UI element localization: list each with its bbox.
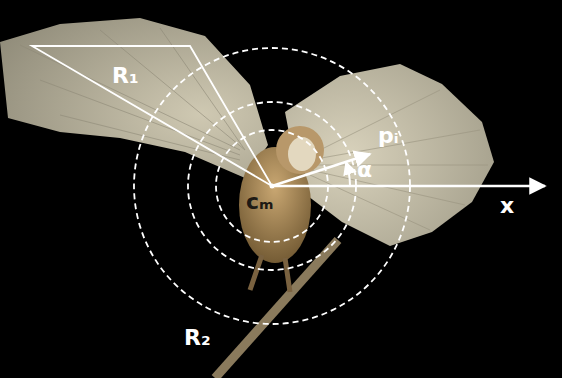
point-label: pᵢ [378, 124, 399, 148]
radius-label: R₂ [184, 326, 211, 350]
center-dot [270, 184, 275, 189]
left-wing [0, 18, 268, 178]
owl-legs [250, 255, 290, 292]
angle-label: α [357, 158, 372, 182]
owl-head [276, 126, 324, 174]
center-label: cₘ [246, 190, 274, 214]
x-axis [272, 185, 545, 188]
left-wing-feathers [20, 28, 245, 160]
radius-label: R₁ [112, 64, 139, 88]
owl-face [288, 137, 316, 171]
point-vector [272, 154, 370, 186]
angle-arc [346, 162, 350, 186]
axis-label: x [500, 194, 514, 218]
radius-triangle [32, 46, 272, 186]
right-wing-feathers [310, 90, 488, 230]
